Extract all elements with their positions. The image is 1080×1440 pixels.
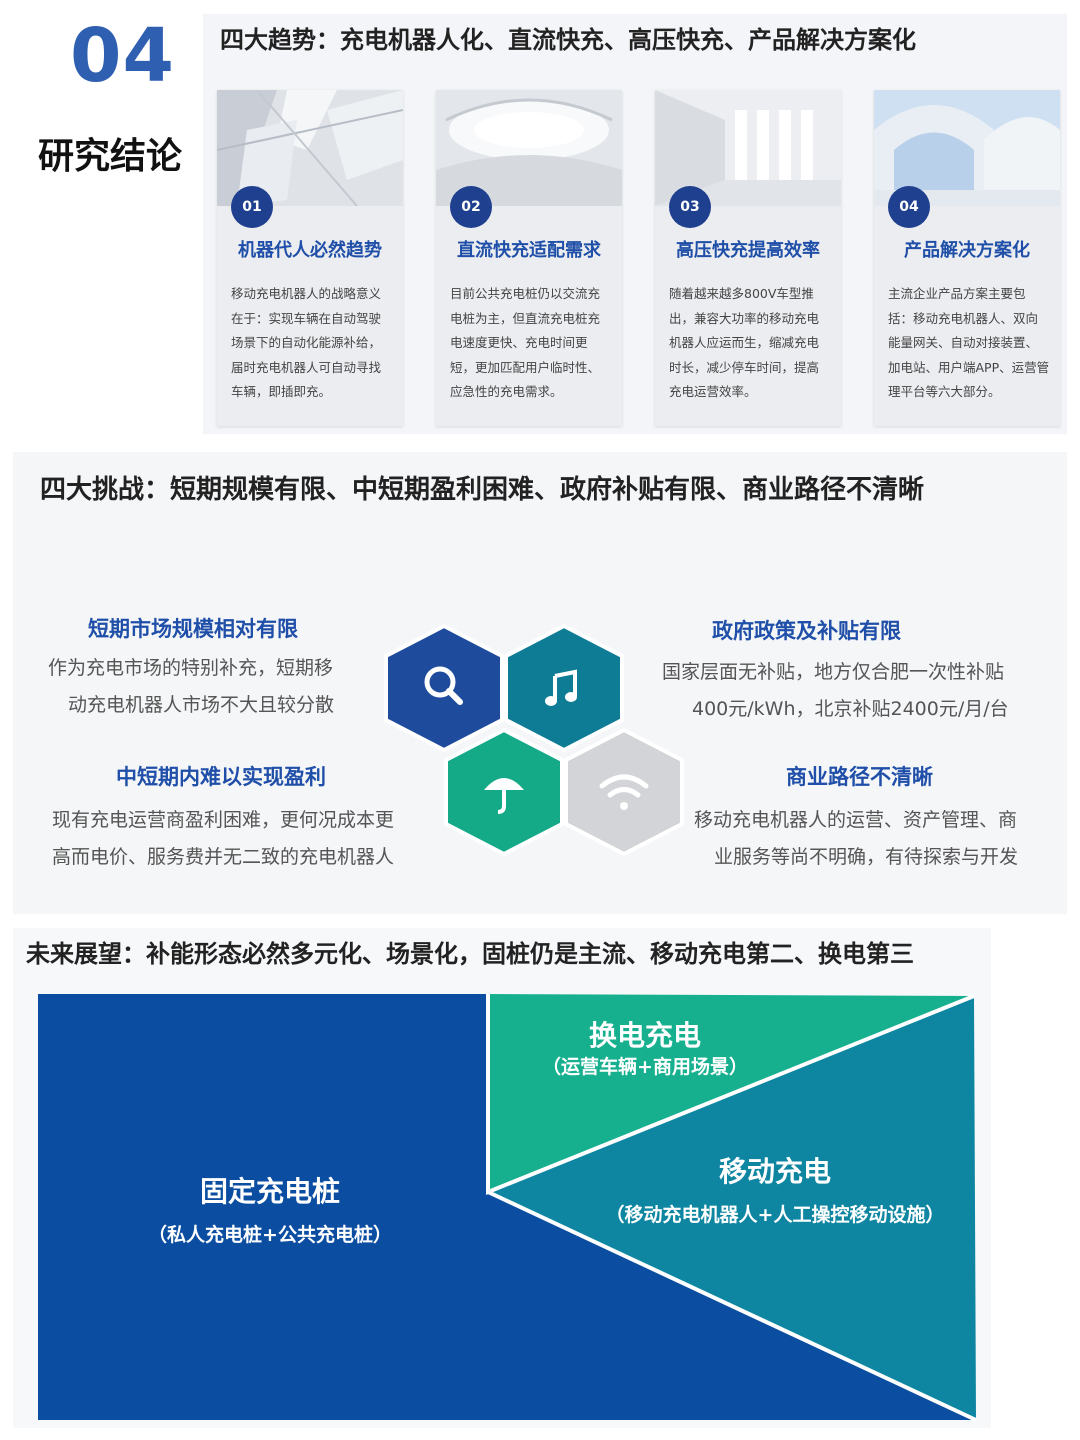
card-title: 高压快充提高效率 — [676, 240, 820, 261]
challenge-text-line: 作为充电市场的特别补充，短期移 — [48, 657, 334, 679]
hexagon-search — [384, 623, 504, 753]
segment-mobile-charging — [488, 996, 976, 1420]
card-body: 随着越来越多800V车型推出，兼容大功率的移动充电机器人应运而生，缩减充电时长，… — [669, 286, 820, 399]
badge-02: 02 — [450, 186, 492, 228]
card-body: 移动充电机器人的战略意义在于：实现车辆在自动驾驶场景下的自动化能源补给，届时充电… — [231, 286, 382, 399]
hexagon-cluster — [380, 618, 690, 868]
challenge-text-line: 动充电机器人市场不大且较分散 — [68, 694, 335, 716]
card-body: 主流企业产品方案主要包括：移动充电机器人、双向能量网关、自动对接装置、加电站、用… — [888, 286, 1050, 399]
segment-subtitle-mobile: （移动充电机器人+人工操控移动设施） — [605, 1204, 945, 1226]
architecture-photo — [217, 90, 403, 206]
music-note-icon — [545, 669, 577, 706]
challenge-text-line: 400元/kWh，北京补贴2400元/月/台 — [692, 698, 1009, 720]
challenge-title-profit: 中短期内难以实现盈利 — [116, 765, 326, 789]
search-icon — [424, 666, 463, 705]
trends-heading: 四大趋势：充电机器人化、直流快充、高压快充、产品解决方案化 — [220, 26, 916, 54]
hexagon-umbrella — [444, 727, 564, 857]
umbrella-icon — [484, 778, 524, 814]
wifi-icon — [599, 774, 649, 810]
card-title: 产品解决方案化 — [904, 240, 1030, 261]
trend-card-4: 04 产品解决方案化 主流企业产品方案主要包括：移动充电机器人、双向能量网关、自… — [874, 90, 1060, 426]
card-title: 机器代人必然趋势 — [238, 240, 382, 261]
challenges-heading: 四大挑战：短期规模有限、中短期盈利困难、政府补贴有限、商业路径不清晰 — [40, 475, 925, 505]
architecture-photo — [655, 90, 841, 206]
trend-card-2: 02 直流快充适配需求 目前公共充电桩仍以交流充电桩为主，但直流充电桩充电速度更… — [436, 90, 622, 426]
badge-03: 03 — [669, 186, 711, 228]
segment-title-swap: 换电充电 — [588, 1019, 701, 1052]
outlook-diagram — [38, 994, 977, 1422]
segment-title-mobile: 移动充电 — [718, 1155, 831, 1188]
challenge-title-policy: 政府政策及补贴有限 — [712, 619, 901, 643]
segment-subtitle-fixed: （私人充电桩+公共充电桩） — [148, 1224, 392, 1246]
challenge-text-line: 移动充电机器人的运营、资产管理、商 — [694, 809, 1018, 831]
outlook-heading: 未来展望：补能形态必然多元化、场景化，固桩仍是主流、移动充电第二、换电第三 — [26, 940, 914, 968]
challenge-title-business: 商业路径不清晰 — [786, 765, 933, 789]
trend-card-3: 03 高压快充提高效率 随着越来越多800V车型推出，兼容大功率的移动充电机器人… — [655, 90, 841, 426]
section-title: 研究结论 — [38, 136, 183, 177]
segment-subtitle-swap: （运营车辆+商用场景） — [542, 1056, 748, 1078]
card-body: 目前公共充电桩仍以交流充电桩为主，但直流充电桩充电速度更快、充电时间更短，更加匹… — [450, 286, 601, 399]
card-title: 直流快充适配需求 — [457, 240, 601, 261]
badge-04: 04 — [888, 186, 930, 228]
hexagon-music — [504, 623, 624, 753]
challenge-text-line: 业服务等尚不明确，有待探索与开发 — [714, 846, 1019, 868]
challenge-text-line: 现有充电运营商盈利困难，更何况成本更 — [52, 809, 395, 831]
trend-card-1: 01 机器代人必然趋势 移动充电机器人的战略意义在于：实现车辆在自动驾驶场景下的… — [217, 90, 403, 426]
challenge-title-market: 短期市场规模相对有限 — [88, 617, 298, 641]
challenge-text-line: 高而电价、服务费并无二致的充电机器人 — [52, 846, 395, 868]
segment-title-fixed: 固定充电桩 — [199, 1175, 340, 1208]
section-number: 04 — [70, 13, 175, 99]
segment-fixed-charging — [38, 994, 488, 1420]
badge-01: 01 — [231, 186, 273, 228]
segment-fixed-charging-wedge — [488, 994, 976, 1420]
challenge-text-line: 国家层面无补贴，地方仅合肥一次性补贴 — [662, 661, 1005, 683]
hexagon-wifi — [564, 727, 684, 857]
